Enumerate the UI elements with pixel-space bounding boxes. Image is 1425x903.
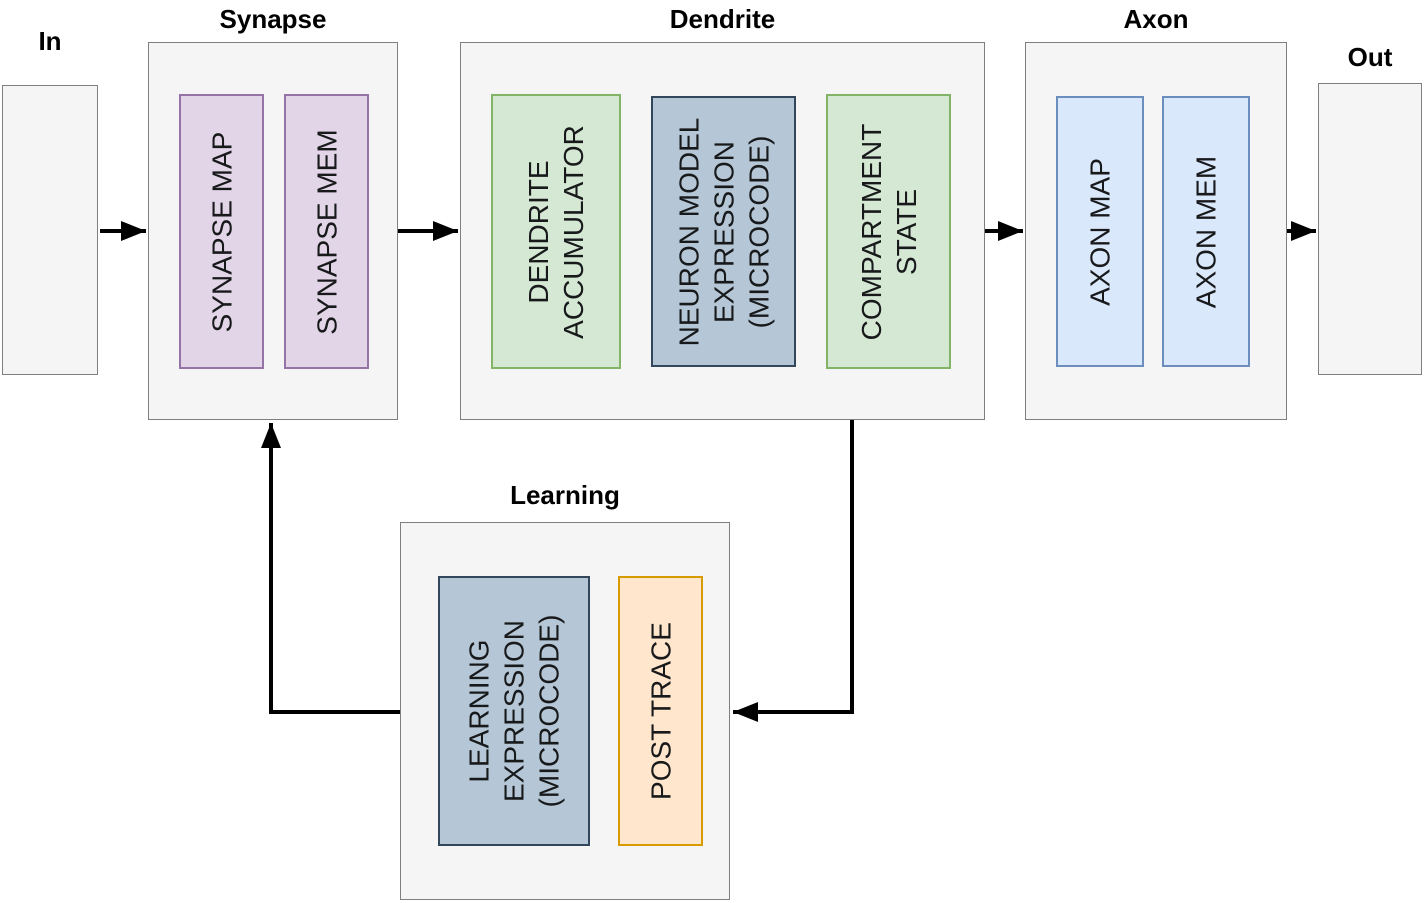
synapse-mem-label: SYNAPSE MEM bbox=[311, 128, 342, 335]
neuron-model-expression-label: NEURON MODEL EXPRESSION (MICROCODE) bbox=[673, 117, 774, 346]
dendrite-accumulator-label: DENDRITE ACCUMULATOR bbox=[523, 124, 589, 339]
dendrite-group: DENDRITE ACCUMULATOR NEURON MODEL EXPRES… bbox=[460, 42, 985, 420]
axon-title: Axon bbox=[1123, 4, 1189, 34]
synapse-map-box: SYNAPSE MAP bbox=[179, 94, 264, 369]
synapse-mem-box: SYNAPSE MEM bbox=[284, 94, 369, 369]
synapse-map-label: SYNAPSE MAP bbox=[206, 131, 237, 332]
out-label: Out bbox=[1347, 42, 1393, 72]
axon-map-box: AXON MAP bbox=[1056, 96, 1144, 367]
learning-expression-label: LEARNING EXPRESSION (MICROCODE) bbox=[463, 614, 565, 808]
neuron-model-expression-box: NEURON MODEL EXPRESSION (MICROCODE) bbox=[651, 96, 796, 367]
learning-group: LEARNING EXPRESSION (MICROCODE) POST TRA… bbox=[400, 522, 730, 900]
arrow-learning-to-synapse bbox=[261, 423, 400, 714]
learning-expression-box: LEARNING EXPRESSION (MICROCODE) bbox=[438, 576, 590, 846]
compartment-state-box: COMPARTMENT STATE bbox=[826, 94, 951, 369]
synapse-title: Synapse bbox=[219, 4, 327, 34]
post-trace-box: POST TRACE bbox=[618, 576, 703, 846]
arrow-dendrite-to-learning bbox=[733, 420, 854, 722]
axon-mem-label: AXON MEM bbox=[1190, 155, 1222, 308]
out-box bbox=[1318, 83, 1422, 375]
dendrite-accumulator-box: DENDRITE ACCUMULATOR bbox=[491, 94, 621, 369]
axon-group: AXON MAP AXON MEM bbox=[1025, 42, 1287, 420]
in-label: In bbox=[38, 26, 62, 56]
compartment-state-label: COMPARTMENT STATE bbox=[855, 123, 922, 340]
learning-title: Learning bbox=[510, 480, 620, 510]
in-box bbox=[2, 85, 98, 375]
axon-mem-box: AXON MEM bbox=[1162, 96, 1250, 367]
axon-map-label: AXON MAP bbox=[1084, 157, 1116, 306]
synapse-group: SYNAPSE MAP SYNAPSE MEM bbox=[148, 42, 398, 420]
dendrite-title: Dendrite bbox=[669, 4, 776, 34]
post-trace-label: POST TRACE bbox=[645, 622, 676, 800]
